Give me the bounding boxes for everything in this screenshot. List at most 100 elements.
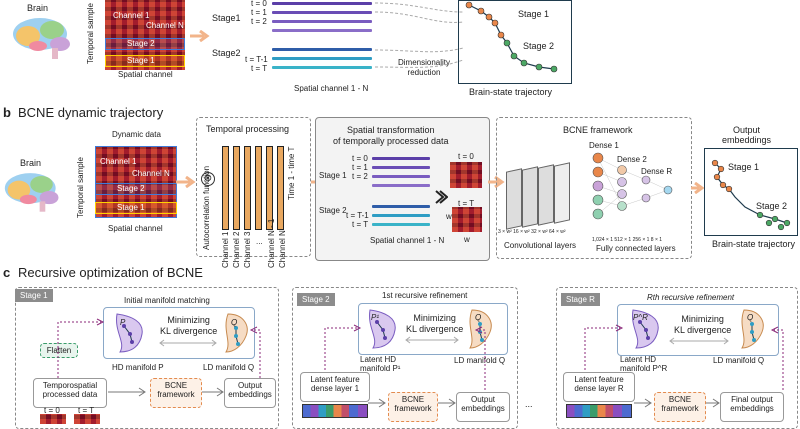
panel-c-letter: c: [3, 265, 11, 280]
t0-b: t = 0: [352, 154, 368, 163]
channel-n1-col: Channel N - 1: [267, 218, 276, 268]
temporal-processing-box: [196, 117, 311, 257]
vbar-6: [277, 146, 284, 230]
stage-ellipsis: ...: [525, 399, 533, 409]
spatial-axis-label: Spatial channel 1 - N: [294, 84, 369, 93]
tT1-b: t = T-1: [346, 211, 369, 220]
conv-layer-3: [538, 164, 554, 226]
temporospatial-data-box: Temporospatial processed data: [33, 378, 107, 408]
fc-network: [592, 152, 673, 220]
arrow-icon: [488, 176, 505, 188]
c-tT: t = T: [78, 406, 95, 415]
channel-1-label: Channel 1: [113, 11, 150, 20]
bcne-framework-title: BCNE framework: [563, 125, 633, 135]
t2-label: t = 2: [251, 17, 267, 26]
arrow-icon: [438, 398, 456, 408]
spatial-axis-b: Spatial channel 1 - N: [370, 236, 445, 245]
trajectory-plot-b: [711, 159, 791, 231]
heatmap: [105, 0, 185, 70]
q-symbol: Q: [231, 318, 238, 327]
latent-hd-label: Latent HD manifold P¹: [360, 355, 401, 374]
brain-label: Brain: [27, 3, 49, 13]
latent-hd-manifold-icon: [632, 309, 659, 349]
temporal-sample-b: Temporal sample: [76, 157, 85, 218]
traj-a-stage2: Stage 2: [523, 41, 555, 51]
stage2-min-kl: Minimizing KL divergence: [406, 313, 464, 334]
bar-a1: [272, 2, 372, 5]
conv-layer-1: [506, 168, 522, 230]
image-tT: [452, 207, 482, 232]
img-t0-label: t = 0: [458, 152, 474, 161]
tT1-label: t = T-1: [245, 55, 268, 64]
bar-a4: [272, 29, 372, 32]
bar-a7: [272, 66, 372, 69]
stage1-band-label: Stage 1: [127, 56, 155, 65]
img-tT-label: t = T: [458, 199, 475, 208]
conv-dims: 3 × w² 16 × w² 32 × w² 64 × w²: [498, 229, 566, 235]
brain-icon: [10, 14, 78, 60]
t2-b: t = 2: [352, 172, 368, 181]
stage2-band-label: Stage 2: [127, 39, 155, 48]
final-output-pill: Final output embeddings: [720, 392, 784, 422]
temporal-processing-title: Temporal processing: [206, 124, 290, 134]
flatten-box: Flatten: [40, 343, 78, 358]
trajectory-box-b: [704, 148, 798, 236]
temporal-sample-label: Temporal sample: [86, 3, 95, 64]
dense2-label: Dense 2: [617, 155, 647, 164]
latent-feature-pill: Latent feature dense layer 1: [300, 372, 370, 402]
arrow-icon: [706, 398, 720, 408]
traj-a-label: Brain-state trajectory: [469, 87, 553, 97]
channel-n-label: Channel N: [146, 21, 184, 30]
w-label-1: w: [446, 212, 452, 221]
trajectory-plot-a: [465, 1, 558, 73]
bcne-framework-pill-2: BCNE framework: [388, 392, 438, 422]
stage1-label-b: Stage 1: [319, 171, 347, 180]
channel-n-label-b: Channel N: [132, 169, 170, 178]
channel-2-col: Channel 2: [232, 231, 241, 268]
stage1-tag: Stage 1: [15, 289, 53, 302]
brain-label-b: Brain: [20, 158, 42, 168]
stage2-band-label-b: Stage 2: [117, 184, 145, 193]
stage1-band-b: [95, 202, 177, 214]
multiply-icon: ⊗: [201, 172, 215, 186]
bar-b5: [372, 205, 430, 208]
double-arrow-icon: [405, 336, 459, 344]
autocorr-label: Autocorrelation function: [202, 165, 211, 250]
bar-b3: [372, 175, 430, 178]
bcne-framework-pill-R: BCNE framework: [654, 392, 706, 422]
channel-n-col: Channel N: [278, 230, 287, 268]
dynamic-data-label: Dynamic data: [112, 130, 161, 139]
ld-manifold-icon: [741, 309, 764, 349]
stage1-left-label: Stage1: [212, 13, 241, 23]
traj-a-stage1: Stage 1: [518, 9, 550, 19]
stage2-label-b: Stage 2: [319, 206, 347, 215]
conv-layer-2: [522, 166, 538, 228]
chevron-right-icon: [435, 190, 448, 204]
stageR-tag: Stage R: [561, 293, 600, 306]
w-label-2: w: [464, 235, 470, 244]
double-arrow-icon: [159, 339, 217, 347]
latent-hd-label-R: Latent HD manifold P^R: [620, 355, 668, 374]
stage2-tag: Stage 2: [297, 293, 335, 306]
dim-arrows: [375, 2, 464, 68]
vbar-3: [244, 146, 251, 230]
stage2-heading: 1st recursive refinement: [382, 291, 468, 300]
arrow-icon: [202, 387, 224, 397]
ld-manifold-label-2: LD manifold Q: [454, 356, 506, 365]
channel-1-col: Channel 1: [221, 231, 230, 268]
traj-b-stage1: Stage 1: [728, 162, 760, 172]
traj-b-stage2: Stage 2: [756, 201, 788, 211]
ld-manifold-label: LD manifold Q: [203, 363, 255, 372]
latent-blocks: [302, 404, 368, 418]
panel-c-title: Recursive optimization of BCNE: [18, 265, 203, 280]
spatial-transform-title: Spatial transformation of temporally pro…: [333, 125, 449, 146]
dimred-label: Dimensionality reduction: [398, 58, 451, 77]
time-label: Time 1 - time T: [287, 146, 296, 200]
pR-symbol: P^R: [633, 313, 648, 322]
stage2-band-b: [95, 183, 177, 195]
output-embeddings-pill-2: Output embeddings: [456, 392, 510, 422]
arrow-icon: [108, 387, 146, 397]
stage1-inner-box: [103, 307, 255, 359]
dashed-arrows-1: [57, 318, 261, 378]
arrow-icon: [634, 398, 652, 408]
